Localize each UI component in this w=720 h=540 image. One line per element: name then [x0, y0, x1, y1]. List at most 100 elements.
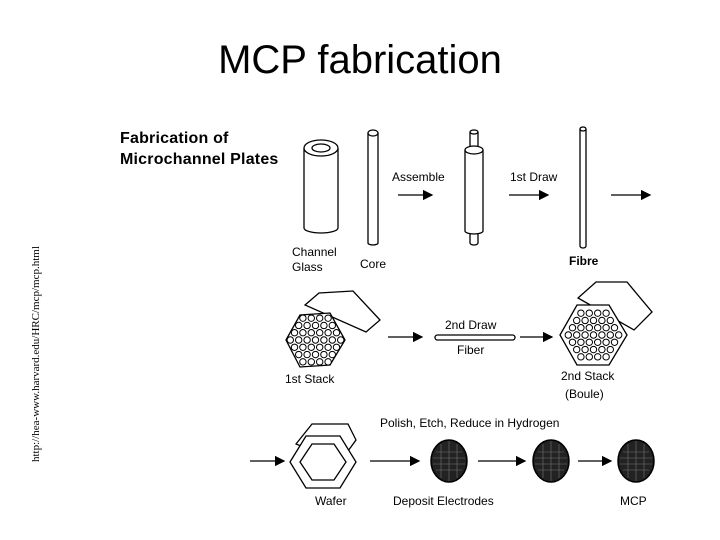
channel-hole [606, 316, 614, 325]
channel-hole [324, 329, 332, 337]
channel-hole [316, 343, 324, 351]
fibre-label: Fibre [569, 254, 599, 268]
diagram-title-line2: Microchannel Plates [120, 151, 279, 168]
fiber-label: Fiber [457, 343, 485, 357]
channel-hole [316, 329, 324, 337]
diagram-title-line1: Fabrication of [120, 130, 229, 147]
channel-hole [577, 309, 585, 317]
first-stack-channels [286, 314, 345, 366]
channel-hole [602, 309, 610, 317]
channel-hole [299, 343, 307, 351]
channel-hole [573, 345, 581, 354]
channel-hole [307, 358, 315, 366]
channel-hole [577, 324, 585, 332]
channel-hole [606, 331, 614, 339]
etched-plate [430, 439, 468, 483]
fibre-rod [579, 126, 587, 249]
channel-hole [299, 314, 307, 322]
first-stack-label: 1st Stack [285, 372, 335, 386]
channel-hole [307, 314, 315, 322]
channel-hole [316, 314, 324, 322]
channel-hole [299, 329, 307, 337]
mcp-plate [617, 439, 655, 483]
channel-hole [311, 350, 320, 359]
first-draw-label: 1st Draw [510, 170, 558, 184]
channel-glass-label-line1: Channel [292, 245, 337, 259]
channel-hole [577, 353, 585, 361]
second-stack-channels [564, 309, 623, 361]
diagram-title: Fabrication of Microchannel Plates [120, 128, 279, 170]
channel-hole [610, 324, 619, 332]
channel-hole [568, 338, 577, 346]
channel-hole [332, 343, 341, 351]
channel-hole [594, 353, 602, 361]
channel-hole [328, 321, 336, 330]
channel-hole [303, 350, 311, 359]
channel-hole [598, 316, 606, 325]
reduced-plate [532, 439, 570, 483]
channel-hole [303, 321, 311, 330]
channel-hole [320, 350, 328, 359]
channel-hole [615, 331, 623, 339]
channel-hole [585, 309, 593, 317]
channel-hole [324, 314, 332, 322]
channel-hole [307, 343, 315, 351]
channel-hole [311, 336, 320, 344]
channel-hole [286, 336, 294, 344]
channel-hole [324, 343, 332, 351]
second-stack-label: 2nd Stack [561, 369, 615, 383]
channel-hole [311, 321, 320, 330]
channel-hole [610, 338, 619, 346]
assemble-label: Assemble [392, 170, 445, 184]
polish-etch-label: Polish, Etch, Reduce in Hydrogen [380, 416, 560, 430]
channel-hole [585, 338, 593, 346]
assembled-preform [464, 129, 484, 246]
channel-hole [328, 350, 336, 359]
channel-hole [307, 329, 315, 337]
channel-hole [316, 358, 324, 366]
channel-hole [581, 345, 589, 354]
channel-hole [581, 316, 589, 325]
channel-hole [332, 329, 341, 337]
second-stack-boule [559, 281, 653, 366]
channel-glass-label-line2: Glass [292, 260, 323, 274]
second-draw-label: 2nd Draw [445, 318, 497, 332]
deposit-electrodes-label: Deposit Electrodes [393, 494, 494, 508]
channel-hole [594, 309, 602, 317]
channel-hole [568, 324, 577, 332]
channel-glass-tube [303, 139, 339, 234]
channel-hole [564, 331, 572, 339]
wafer [289, 423, 357, 489]
channel-hole [573, 316, 581, 325]
channel-hole [602, 338, 610, 346]
channel-glass-label: Channel Glass [292, 245, 337, 275]
channel-hole [337, 336, 345, 344]
slide-title: MCP fabrication [218, 38, 502, 82]
channel-hole [581, 331, 589, 339]
channel-hole [585, 353, 593, 361]
channel-hole [594, 338, 602, 346]
channel-hole [602, 324, 610, 332]
channel-hole [589, 345, 598, 354]
channel-hole [320, 321, 328, 330]
drawn-fiber [434, 334, 516, 341]
channel-hole [598, 345, 606, 354]
mcp-label: MCP [620, 494, 647, 508]
boule-label: (Boule) [565, 387, 604, 401]
channel-hole [295, 321, 303, 330]
channel-hole [290, 329, 299, 337]
channel-hole [589, 316, 598, 325]
wafer-label: Wafer [315, 494, 347, 508]
channel-hole [573, 331, 581, 339]
channel-hole [320, 336, 328, 344]
channel-hole [598, 331, 606, 339]
channel-hole [577, 338, 585, 346]
channel-hole [295, 350, 303, 359]
channel-hole [589, 331, 598, 339]
channel-hole [606, 345, 614, 354]
channel-hole [303, 336, 311, 344]
channel-hole [295, 336, 303, 344]
channel-hole [290, 343, 299, 351]
channel-hole [328, 336, 336, 344]
